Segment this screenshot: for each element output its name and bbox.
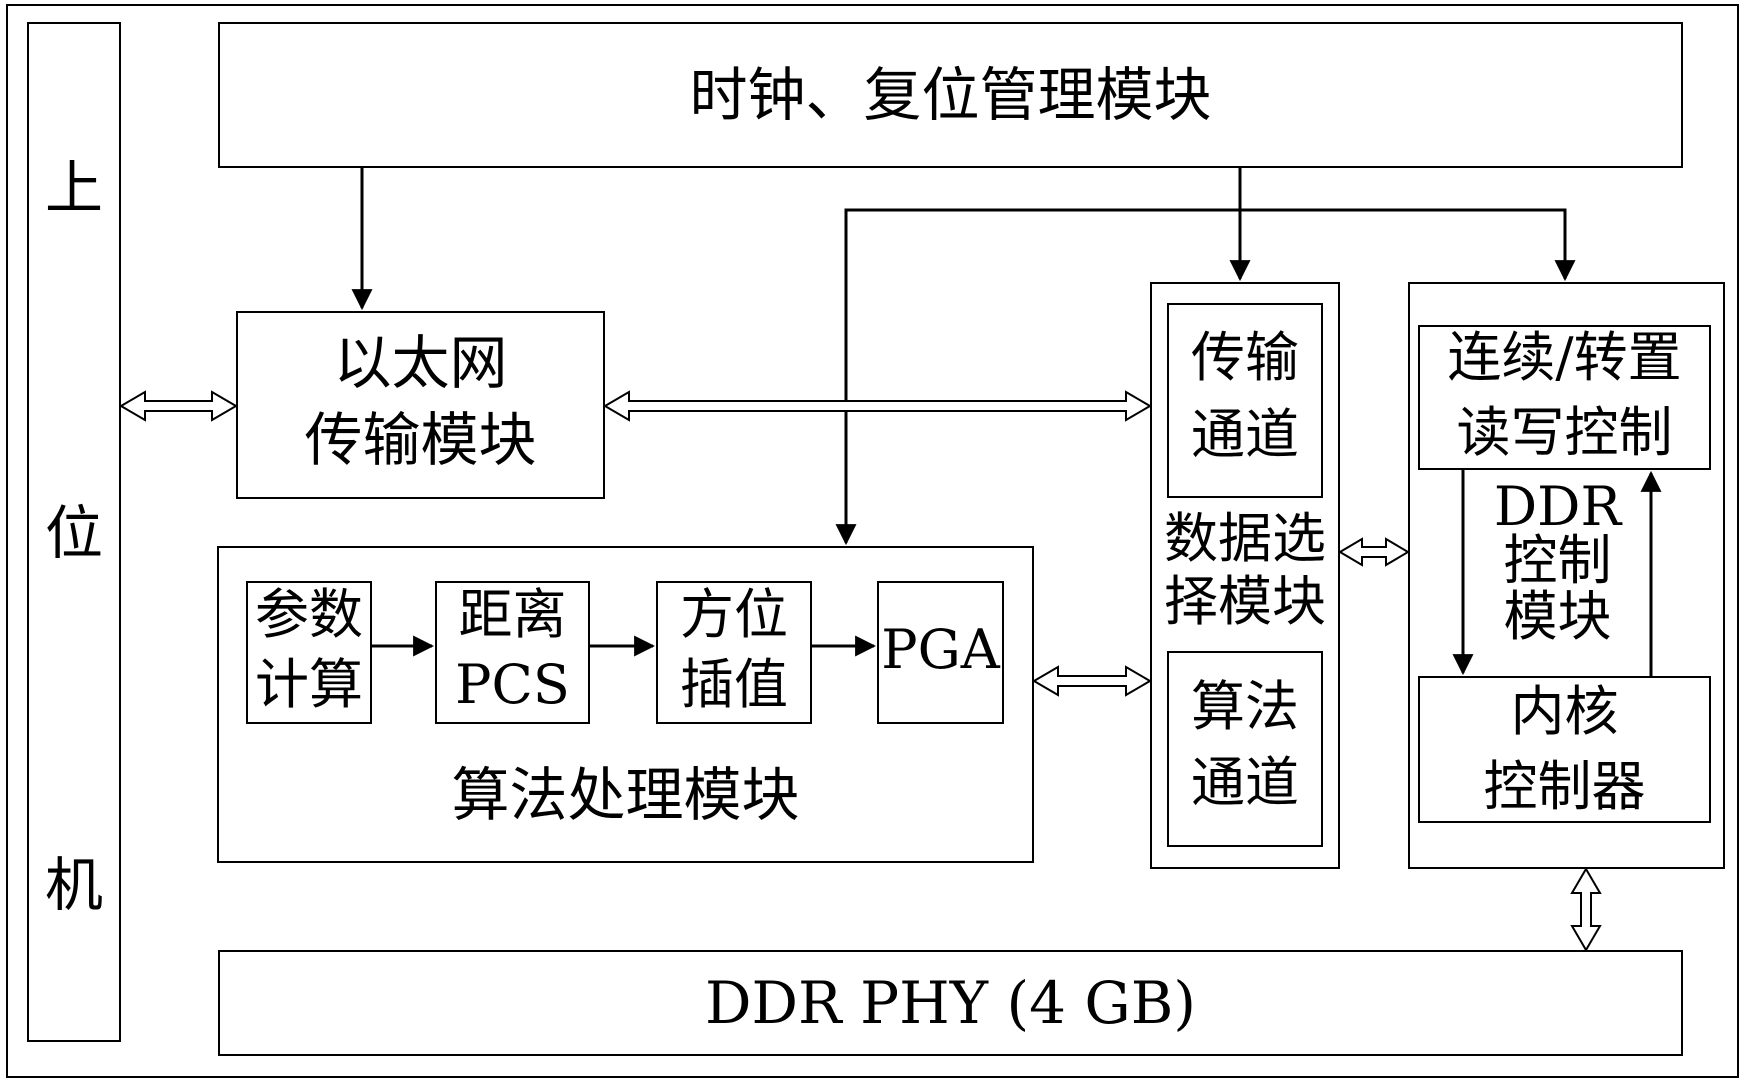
host-computer-box bbox=[27, 22, 121, 1042]
core-controller-label-2: 控制器 bbox=[1483, 755, 1646, 818]
rw-control-block bbox=[1418, 325, 1711, 470]
clock-reset-label: 时钟、复位管理模块 bbox=[689, 61, 1212, 129]
rw-control-label-2: 读写控制 bbox=[1456, 401, 1673, 464]
azimuth-interp-label-1: 方位 bbox=[680, 583, 788, 646]
azimuth-interp-block bbox=[656, 581, 812, 724]
data-select-label-2: 择模块 bbox=[1164, 570, 1326, 633]
algo-channel-block bbox=[1167, 651, 1323, 847]
ethernet-label-2: 传输模块 bbox=[304, 406, 537, 474]
range-pcs-label-2: PCS bbox=[455, 653, 570, 716]
param-calc-label-1: 参数 bbox=[255, 583, 363, 646]
ddr-control-label-1: DDR bbox=[1493, 475, 1622, 538]
pga-block bbox=[877, 581, 1004, 724]
ethernet-label-1: 以太网 bbox=[333, 329, 508, 397]
param-calc-label-2: 计算 bbox=[255, 653, 363, 716]
range-pcs-label-1: 距离 bbox=[458, 583, 567, 646]
algorithm-label: 算法处理模块 bbox=[451, 761, 800, 829]
azimuth-interp-label-2: 插值 bbox=[680, 653, 788, 716]
core-controller-block bbox=[1418, 676, 1711, 823]
host-label-2: 位 bbox=[44, 499, 103, 567]
host-label-1: 上 bbox=[44, 154, 103, 222]
ddr-control-label-2: 控制 bbox=[1503, 529, 1612, 592]
clock-reset-module bbox=[218, 22, 1683, 168]
ddr-phy-block bbox=[218, 950, 1683, 1056]
host-label-3: 机 bbox=[44, 851, 103, 919]
transfer-channel-label-1: 传输 bbox=[1191, 326, 1299, 389]
ddr-phy-label: DDR PHY (4 GB) bbox=[705, 969, 1196, 1037]
algo-channel-label-1: 算法 bbox=[1191, 675, 1299, 738]
range-pcs-block bbox=[435, 581, 590, 724]
rw-control-label-1: 连续/转置 bbox=[1447, 326, 1682, 389]
data-select-label-1: 数据选 bbox=[1164, 507, 1326, 570]
transfer-channel-label-2: 通道 bbox=[1191, 403, 1299, 466]
core-controller-label-1: 内核 bbox=[1510, 680, 1619, 743]
ethernet-module bbox=[236, 311, 605, 499]
param-calc-block bbox=[246, 581, 372, 724]
ddr-control-label-3: 模块 bbox=[1503, 585, 1612, 648]
algo-channel-label-2: 通道 bbox=[1191, 751, 1299, 814]
pga-label: PGA bbox=[881, 618, 1000, 681]
